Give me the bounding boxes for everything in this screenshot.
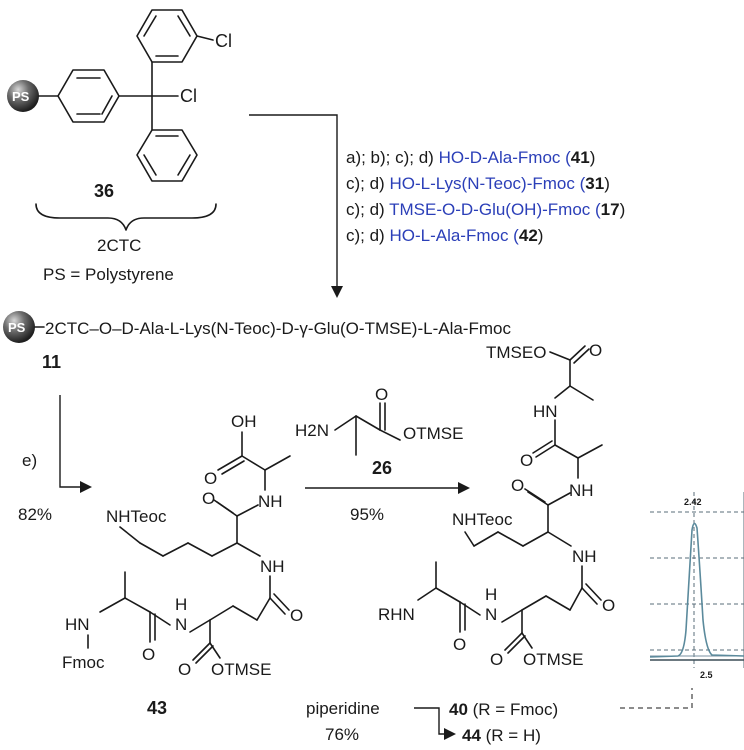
polystyrene-bead-icon: [7, 80, 39, 112]
hplc-chromatogram: 2.42 2.5: [649, 492, 744, 680]
svg-text:H: H: [485, 585, 497, 604]
svg-text:O: O: [511, 476, 524, 495]
svg-text:NHTeoc: NHTeoc: [452, 510, 513, 529]
hplc-peak-trace: [649, 522, 744, 658]
deprotection-arrow: [414, 707, 446, 735]
svg-text:HN: HN: [65, 615, 90, 634]
svg-text:O: O: [589, 341, 602, 360]
bead-label: PS: [12, 89, 30, 104]
compound-44-label: 44 (R = H): [462, 726, 541, 745]
step-e-yield: 82%: [18, 505, 52, 524]
arrowhead-icon: [80, 481, 92, 493]
svg-text:H2N: H2N: [295, 421, 329, 440]
ps-definition: PS = Polystyrene: [43, 265, 174, 284]
svg-text:Fmoc: Fmoc: [62, 653, 105, 672]
reaction-arrow-1: [249, 114, 338, 290]
svg-text:OTMSE: OTMSE: [403, 424, 463, 443]
svg-text:O: O: [453, 635, 466, 654]
hplc-connector: [620, 688, 693, 709]
compound-43-structure: OH O NH O NH NHTeoc O O OTMSE: [62, 412, 303, 679]
resin-sequence: 2CTC–O–D-Ala-L-Lys(N-Teoc)-D-γ-Glu(O-TMS…: [45, 319, 511, 338]
compound-36-number: 36: [94, 181, 114, 201]
svg-text:OTMSE: OTMSE: [523, 650, 583, 669]
svg-text:NH: NH: [260, 557, 285, 576]
compound-26-number: 26: [372, 458, 392, 478]
arrowhead-icon: [331, 286, 343, 298]
svg-text:NHTeoc: NHTeoc: [106, 507, 167, 526]
svg-text:RHN: RHN: [378, 605, 415, 624]
reaction-arrow-e: [59, 395, 82, 488]
arrowhead-icon: [444, 728, 456, 740]
svg-text:N: N: [485, 605, 497, 624]
reagent-26-structure: H2N O OTMSE: [295, 385, 463, 456]
chloride-label: Cl: [180, 86, 197, 106]
svg-text:H: H: [175, 595, 187, 614]
svg-text:O: O: [490, 650, 503, 669]
svg-text:O: O: [204, 469, 217, 488]
hplc-axis-label: 2.5: [700, 670, 713, 680]
svg-text:O: O: [375, 385, 388, 404]
condition-line-3: c); d) TMSE-O-D-Glu(OH)-Fmoc (17): [346, 200, 625, 219]
brace-icon: [35, 203, 217, 231]
condition-line-1: a); b); c); d) HO-D-Ala-Fmoc (41): [346, 148, 595, 167]
coupling-yield: 95%: [350, 505, 384, 524]
svg-text:N: N: [175, 615, 187, 634]
arrowhead-icon: [458, 482, 470, 494]
svg-text:O: O: [520, 451, 533, 470]
condition-line-2: c); d) HO-L-Lys(N-Teoc)-Fmoc (31): [346, 174, 610, 193]
svg-text:O: O: [142, 645, 155, 664]
compound-36-structure: PS Cl Cl: [7, 9, 232, 182]
aryl-chloride-label: Cl: [215, 31, 232, 51]
resin-bead-icon: [3, 311, 35, 343]
svg-text:O: O: [290, 606, 303, 625]
compound-43-number: 43: [147, 698, 167, 718]
svg-text:O: O: [202, 489, 215, 508]
svg-text:OTMSE: OTMSE: [211, 660, 271, 679]
svg-text:HN: HN: [533, 402, 558, 421]
svg-text:O: O: [178, 660, 191, 679]
hplc-peak-label: 2.42: [684, 497, 702, 507]
compound-40-label: 40 (R = Fmoc): [449, 700, 558, 719]
piperidine-yield: 76%: [325, 725, 359, 744]
svg-text:NH: NH: [572, 547, 597, 566]
condition-line-4: c); d) HO-L-Ala-Fmoc (42): [346, 226, 543, 245]
resin-bead-label: PS: [8, 320, 26, 335]
compound-40-structure: TMSEO O HN O NH O NH NHTeoc O: [378, 341, 615, 669]
svg-text:TMSEO: TMSEO: [486, 343, 546, 362]
svg-text:NH: NH: [569, 481, 594, 500]
compound-11-number: 11: [42, 352, 61, 372]
svg-text:NH: NH: [258, 492, 283, 511]
piperidine-label: piperidine: [306, 699, 380, 718]
brace-label: 2CTC: [97, 236, 141, 255]
svg-text:O: O: [602, 596, 615, 615]
step-e-label: e): [22, 451, 37, 470]
svg-text:OH: OH: [231, 412, 257, 431]
